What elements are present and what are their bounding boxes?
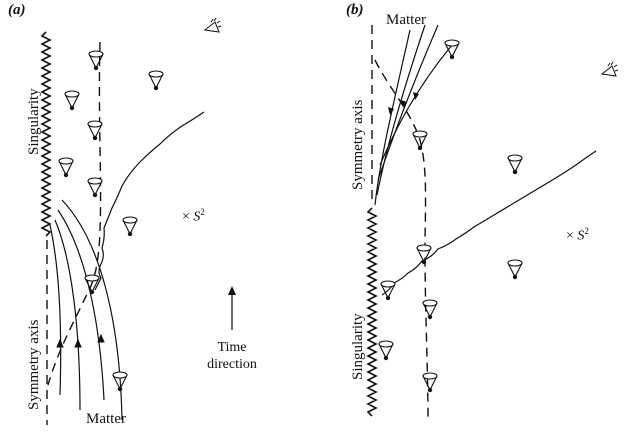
s2-label-b: × S2 [566,226,589,244]
light-cone-b3 [507,154,523,175]
light-cone-b1 [444,39,460,60]
light-cone-a5 [58,157,74,178]
light-cone-a7 [122,216,138,237]
matter-line-a4 [61,199,123,421]
observer-eye-a [204,17,222,33]
light-cone-a2 [148,70,164,91]
singularity-zigzag-a [40,31,52,237]
matter-line-b4 [379,44,453,166]
matter-label-b: Matter [386,12,426,28]
matter-line-b2 [376,24,426,196]
light-cone-b9 [422,372,438,393]
s2-label-a: × S2 [182,207,205,225]
light-signal-a [94,111,205,291]
light-cone-b8 [378,340,394,361]
light-cone-a1 [88,50,104,71]
symmetry-axis-label-b: Symmetry axis [350,99,366,190]
light-cone-b4 [416,244,432,265]
matter-line-b3 [377,24,439,181]
matter-arrows-a [56,333,105,348]
observer-eye-b [601,61,619,77]
light-cone-a3 [64,90,80,111]
singularity-label-b: Singularity [350,313,366,380]
matter-arrows-b [388,92,419,115]
matter-line-a3 [57,209,105,401]
matter-line-a1 [49,224,62,396]
singularity-label-a: Singularity [26,88,42,155]
panel-b [366,24,619,421]
panel-a [40,17,236,425]
matter-line-a2 [54,219,81,411]
matter-label-a: Matter [86,411,126,427]
panel-b-label: (b) [346,2,364,18]
dashed-axis-a [47,41,102,386]
light-cone-b5 [507,259,523,280]
singularity-zigzag-b [366,207,378,417]
light-signal-b [381,150,597,296]
symmetry-axis-label-a: Symmetry axis [26,319,42,410]
panel-a-label: (a) [8,2,26,18]
time-direction-label: Time direction [207,340,257,372]
dashed-axis-b [374,59,429,421]
matter-line-b1 [374,29,411,206]
